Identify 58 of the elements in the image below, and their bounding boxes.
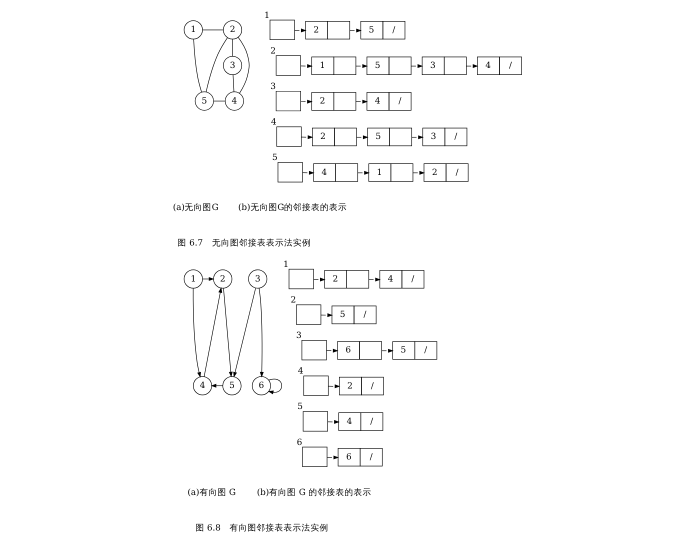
arrow [349,28,362,32]
node-label: 5 [296,402,302,412]
node-box [275,55,300,76]
arrow [320,313,332,318]
node-box [302,411,328,432]
label: (a)无向图G [172,203,218,214]
node-label: 2 [270,46,276,56]
node-label: 2 [290,295,296,306]
label: (b)有向图 G 的邻接表的表示 [256,488,371,498]
node-circle: 1 [183,20,202,40]
node-label: 1 [282,260,288,270]
node-label: 3 [296,331,302,342]
node-box [288,268,314,290]
node-box [302,446,327,468]
label: (b)无向图G的邻接表的表示 [238,203,347,214]
arrow [203,287,222,377]
connector [237,37,249,94]
node-label: 3 [270,82,276,92]
connector [212,100,226,102]
arrow [258,288,264,378]
node-box [277,162,302,182]
connector [205,37,228,92]
arrow [202,277,214,281]
connector [192,38,202,92]
node-label: 4 [270,118,276,128]
node-box [296,304,321,325]
node-circle: 4 [224,92,244,111]
arrow [300,64,312,68]
arrow [300,100,312,104]
node-label: 6 [296,438,302,448]
node-box [302,376,328,396]
node-circle: 2 [212,269,232,288]
arrow [222,288,232,378]
label: (a)有向图 G [187,488,236,498]
node-label: 5 [272,153,278,164]
node-label: 1 [264,10,270,21]
label: 图 6.8 有向图邻接表表示法实例 [194,523,328,534]
node-circle: 2 [222,20,242,40]
arrow [267,378,282,394]
node-label: 4 [297,366,303,377]
node-circle: 6 [251,376,270,396]
label: 图 6.7 无向图邻接表表示法实例 [177,238,310,249]
node-box [276,126,302,147]
arrow [294,28,306,32]
node-box [269,20,294,40]
connector [232,74,234,92]
arrow [192,288,200,378]
node-circle: 5 [194,92,214,111]
node-box [301,340,326,360]
node-circle: 4 [192,376,212,396]
node-circle: 3 [222,56,242,75]
arrow [312,278,326,282]
node-circle: 3 [248,269,267,288]
node-box [275,90,300,112]
node-circle: 1 [183,269,202,288]
node-circle: 5 [222,376,241,396]
arrow [232,288,256,378]
arrow [326,456,339,460]
